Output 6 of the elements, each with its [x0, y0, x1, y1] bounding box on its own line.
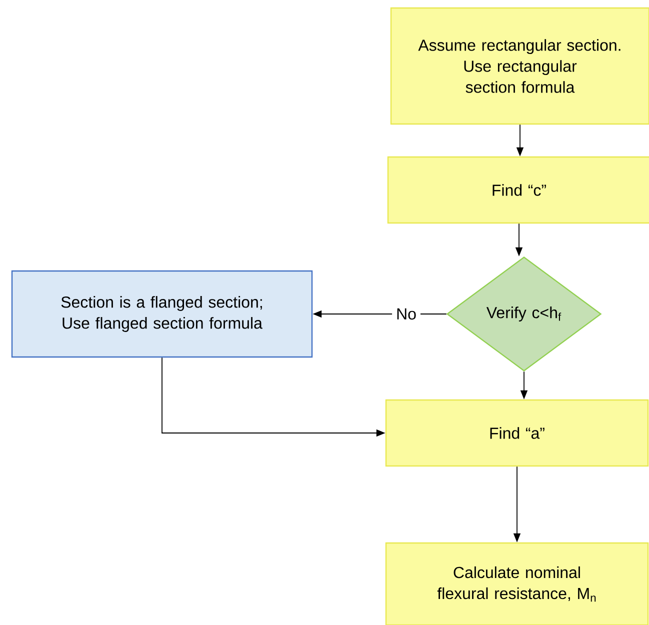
process-box: Find “a”: [385, 399, 649, 467]
process-box: Section is a flanged section; Use flanged section formula: [11, 270, 313, 358]
process-box: Assume rectangular section. Use rectangular section formula: [390, 7, 649, 125]
process-box: Find “c”: [387, 156, 649, 224]
edge-label: No: [392, 304, 420, 324]
process-box: Calculate nominal flexural resistance, M$_{n}$: [385, 542, 649, 625]
